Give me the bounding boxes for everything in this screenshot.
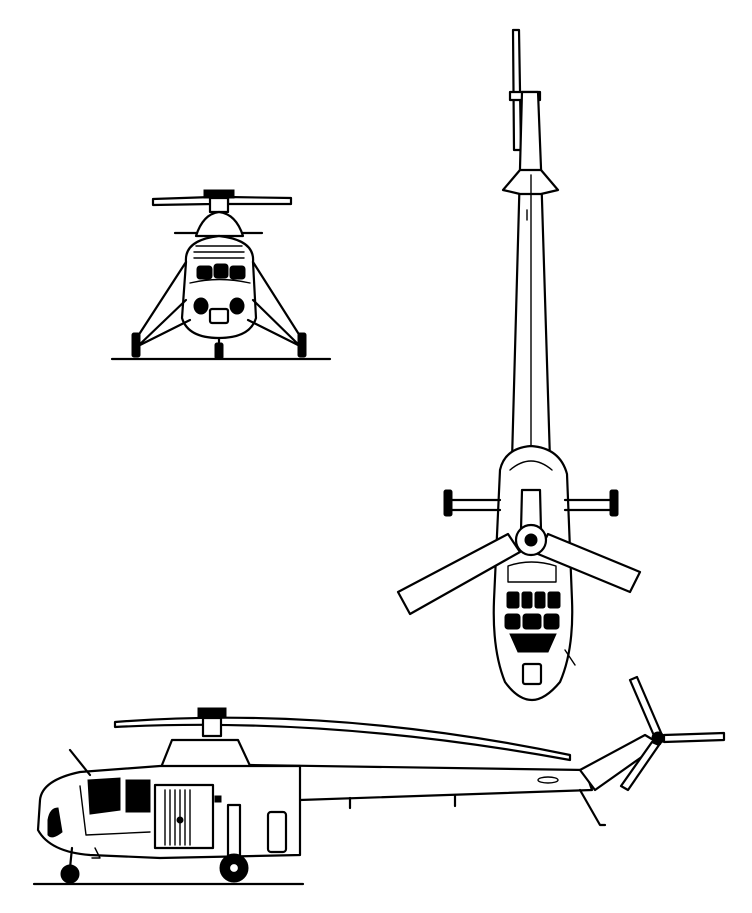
front-view-pylon [194, 210, 245, 238]
side-view-antennas [348, 793, 457, 810]
front-view-rotor-hub [203, 189, 235, 199]
top-view-rotor-hub-centre [524, 533, 538, 547]
front-view-window-left [196, 265, 213, 280]
front-view-wheel-left [131, 332, 141, 358]
side-view-door-frame [79, 785, 151, 836]
top-view-wheel-left [443, 489, 453, 517]
top-view-window-4 [547, 591, 561, 609]
side-view [32, 675, 726, 886]
front-view-rotor-mast [208, 196, 230, 214]
side-view-tail-rotor-blade-right [662, 731, 726, 744]
top-view-window-7 [543, 613, 560, 630]
top-view-gear-strut-right [563, 498, 612, 512]
side-view-boom-marking [537, 776, 559, 784]
side-view-nose-window [47, 807, 63, 838]
side-view-tail-rotor-hub [651, 731, 665, 745]
top-view [396, 28, 642, 702]
top-view-gear-strut-left [450, 498, 502, 512]
top-view-engine-cowl [509, 460, 553, 471]
side-view-main-rotor-blade [113, 716, 572, 762]
top-view-wheel-right [609, 489, 619, 517]
front-view-wheel-right [297, 332, 307, 358]
side-view-cockpit-window-1 [87, 777, 121, 815]
front-view-landing-light [208, 307, 230, 325]
side-view-rotor-mast [201, 716, 223, 738]
side-view-main-gear-strut [226, 803, 242, 862]
top-view-window-2 [521, 591, 533, 609]
front-view-rotor-blade-left [151, 195, 214, 207]
side-view-fuel-panel [266, 810, 288, 854]
front-view-window-right [229, 265, 246, 280]
side-view-nose-wheel [60, 864, 80, 884]
side-view-cabin-door [153, 783, 215, 850]
front-view-gear-right [246, 260, 302, 348]
top-view-window-5 [504, 613, 521, 630]
side-view-cockpit-window-2 [125, 779, 151, 813]
side-view-tail-skid [578, 788, 607, 827]
side-view-door-handle [176, 816, 184, 824]
top-view-window-6 [522, 613, 542, 630]
front-view-chin-window-right [229, 297, 245, 315]
side-view-step [91, 847, 101, 859]
top-view-tail-rotor-blade [511, 28, 523, 152]
front-view-gear-left [136, 260, 192, 348]
front-view-nose-wheel [214, 342, 224, 360]
top-view-nose-hatch [521, 662, 543, 686]
top-view-window-1 [506, 591, 520, 609]
front-view [110, 189, 332, 361]
front-view-louvres [193, 245, 245, 259]
top-view-pitot [564, 649, 576, 666]
side-view-small-window [214, 795, 222, 803]
side-view-tail-rotor-blade-up [628, 675, 664, 740]
top-view-fuselage [492, 444, 574, 702]
side-view-main-wheel-hub [227, 861, 241, 875]
top-view-window-3 [534, 591, 546, 609]
side-view-rotor-head [197, 707, 227, 719]
top-view-windscreen [509, 633, 557, 653]
front-view-chin-window-left [193, 297, 209, 315]
front-view-rotor-blade-right [226, 195, 293, 206]
top-view-rotor-blade-left [396, 532, 522, 616]
front-view-window-centre [213, 263, 229, 279]
side-view-nose-antenna [68, 748, 92, 777]
front-view-nose-frame [189, 278, 251, 284]
top-view-cabin-roof [507, 561, 557, 583]
